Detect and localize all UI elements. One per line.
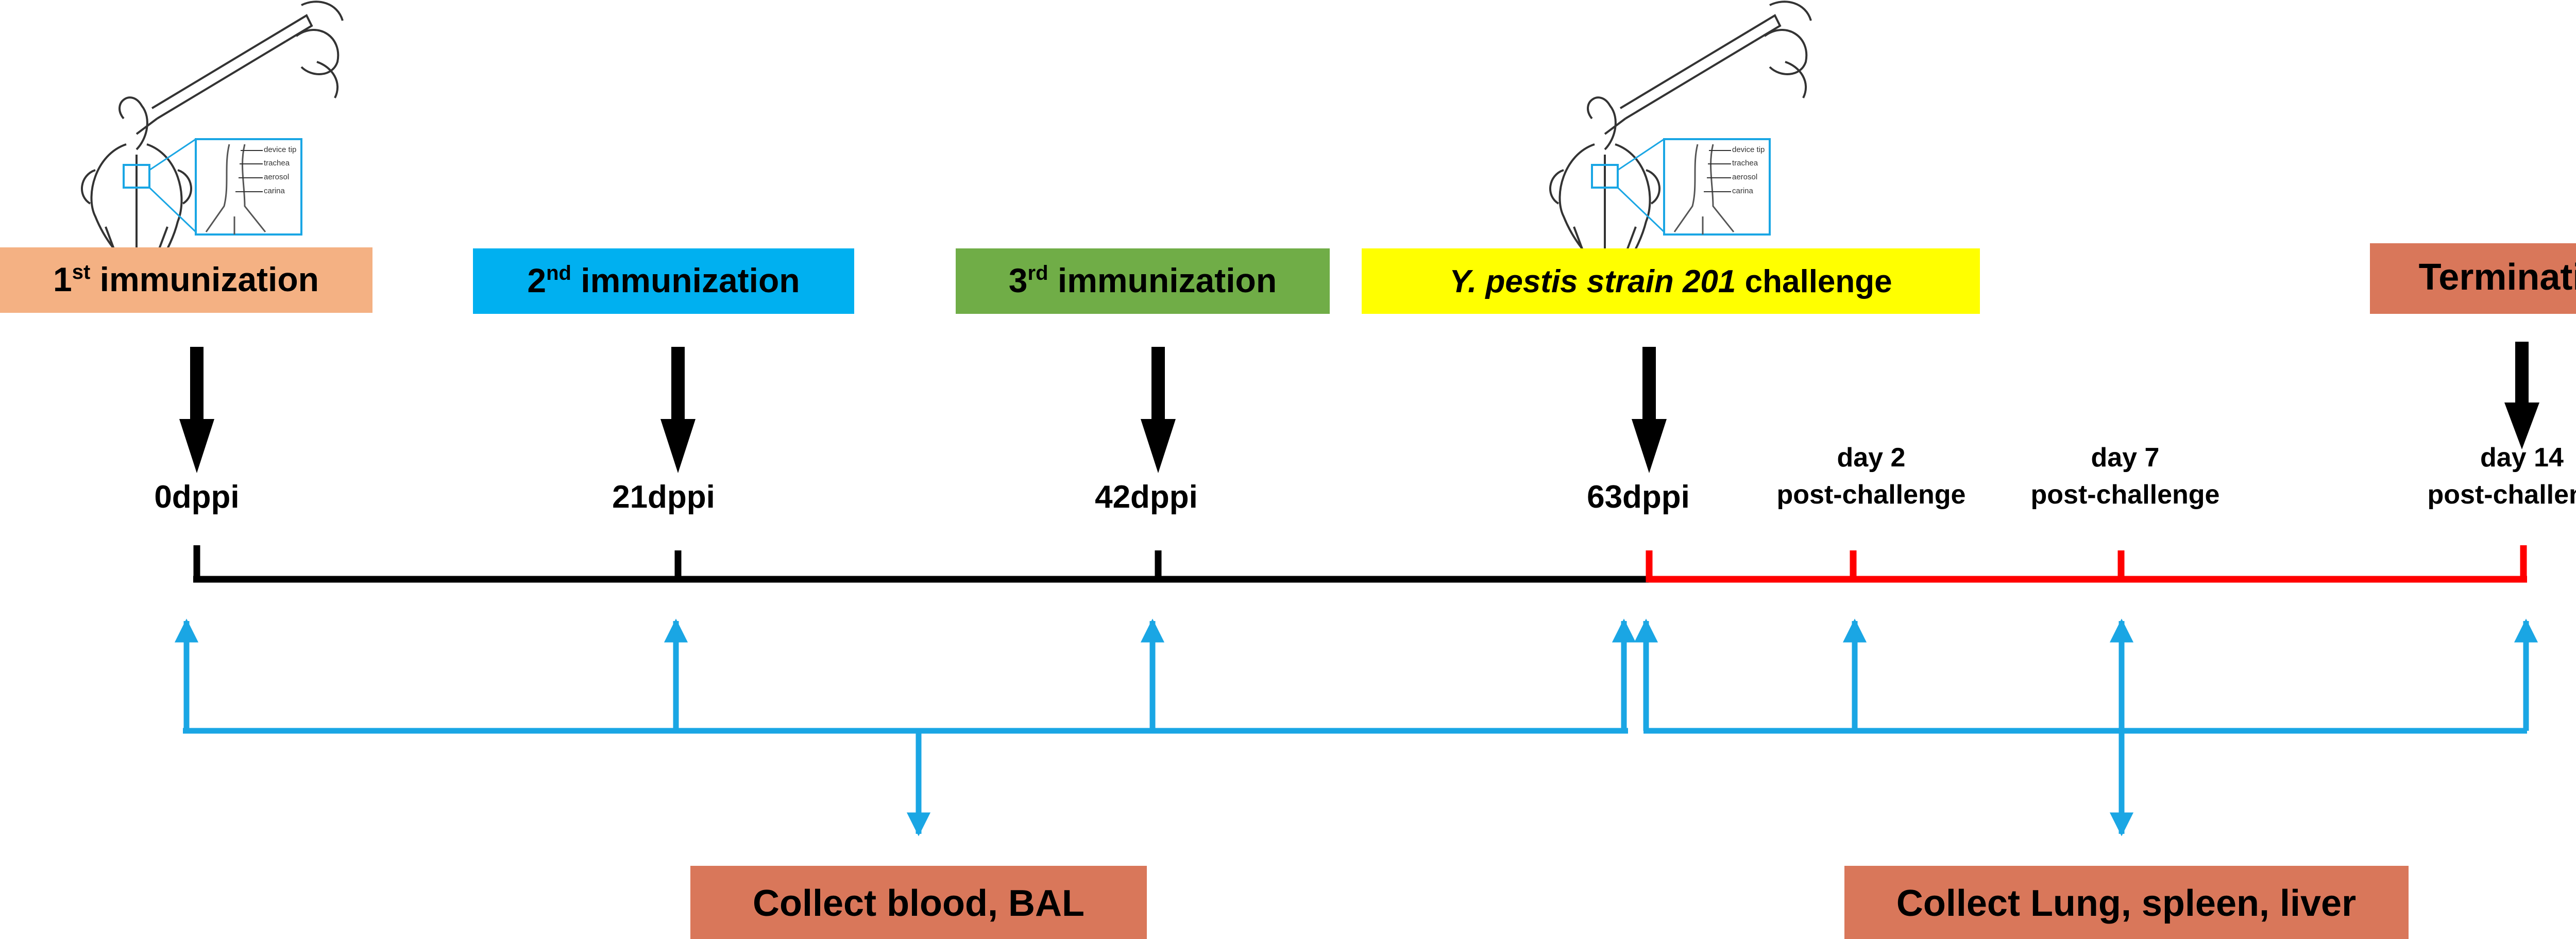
inset-label-device-tip: device tip [264,145,296,154]
stage-box [473,248,854,314]
collect-organs-box: Collect Lung, spleen, liver [1844,866,2409,939]
inset-label-aerosol: aerosol [1732,173,1757,181]
down-arrow-icon [1141,347,1176,473]
stage-third-immunization: 3rd immunization [956,248,1330,314]
down-arrow-icon [179,347,214,473]
stage-termination: Termination [2370,243,2576,314]
collection-box [1844,866,2409,939]
timepoint-42dppi: 42dppi [1095,479,1198,515]
stage-second-immunization: 2nd immunization [473,248,854,314]
timepoint-day14-line2: post-challenge [2428,480,2576,510]
down-arrow-icon [2504,342,2539,449]
collection-label: Collect Lung, spleen, liver [1896,883,2356,924]
stage-challenge: Y. pestis strain 201 challenge [1362,248,1980,314]
stage-box [1362,248,1980,314]
stage-first-immunization: 1st immunization [0,247,372,313]
stage-arrows [179,342,2539,473]
timepoint-day2-line2: post-challenge [1777,480,1966,510]
inset-label-trachea: trachea [1732,159,1758,167]
timepoint-day7-line1: day 7 [2091,443,2160,473]
stage-label: Y. pestis strain 201 challenge [1449,264,1892,299]
down-arrow-icon [660,347,696,473]
timepoint-63dppi: 63dppi [1587,479,1690,515]
mouse-instillation-icon-2: device tip trachea aerosol carina [1549,1,1812,269]
mouse-instillation-icon-1: device tip trachea aerosol carina [80,1,344,269]
challenge-timeline [1646,545,2527,583]
stage-label: 3rd immunization [1009,261,1277,299]
stage-label: 2nd immunization [527,261,800,299]
collect-blood-bal-box: Collect blood, BAL [690,866,1147,939]
stage-label: Termination [2419,257,2576,298]
timepoint-day7-line2: post-challenge [2031,480,2220,510]
organ-sampling-bracket [1634,618,2538,836]
timepoint-labels: 0dppi 21dppi 42dppi 63dppi day 2 post-ch… [154,443,2576,515]
inset-label-carina: carina [1732,187,1754,195]
immunization-timeline [193,545,1649,583]
stage-box [2370,243,2576,314]
timepoint-21dppi: 21dppi [612,479,715,515]
inset-label-carina: carina [264,187,285,195]
inset-label-device-tip: device tip [1732,145,1765,154]
timepoint-day2-line1: day 2 [1837,443,1906,473]
stage-box [0,247,372,313]
stage-label: 1st immunization [53,260,319,298]
collection-label: Collect blood, BAL [753,883,1084,924]
timepoint-0dppi: 0dppi [154,479,239,515]
inset-label-aerosol: aerosol [264,173,289,181]
collection-box [690,866,1147,939]
stage-box [956,248,1330,314]
blood-bal-sampling-bracket [174,618,1636,836]
timepoint-day14-line1: day 14 [2480,443,2564,473]
down-arrow-icon [1632,347,1667,473]
inset-label-trachea: trachea [264,159,290,167]
